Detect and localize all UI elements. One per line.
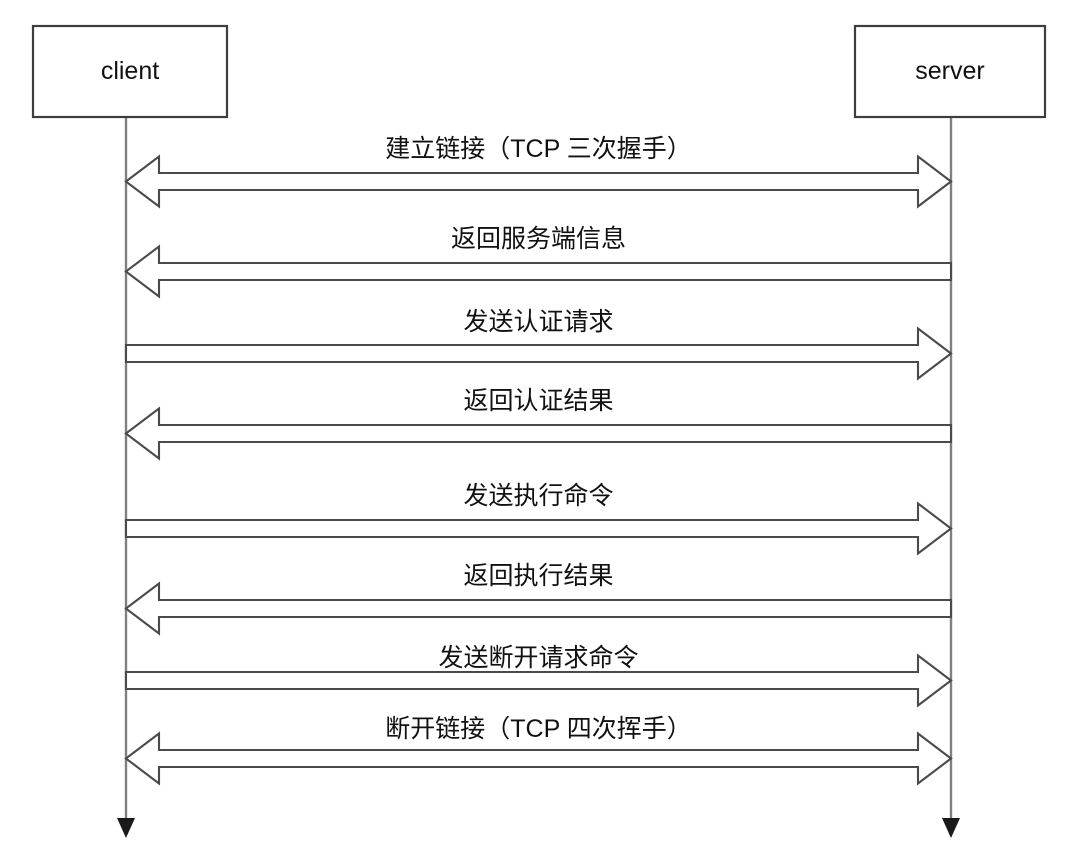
message-arrow-right bbox=[124, 653, 953, 708]
message-8: 断开链接（TCP 四次挥手） bbox=[124, 715, 953, 786]
message-label-3: 发送认证请求 bbox=[463, 308, 613, 336]
message-arrow-right bbox=[124, 326, 953, 381]
message-3: 发送认证请求 bbox=[124, 308, 953, 381]
message-label-1: 建立链接（TCP 三次握手） bbox=[385, 135, 692, 163]
message-6: 返回执行结果 bbox=[124, 562, 953, 636]
message-4: 返回认证结果 bbox=[124, 387, 953, 461]
actor-server[interactable]: server bbox=[853, 24, 1047, 119]
message-label-4: 返回认证结果 bbox=[463, 387, 613, 415]
lifelines-layer bbox=[117, 117, 960, 838]
message-7: 发送断开请求命令 bbox=[124, 644, 953, 708]
message-label-5: 发送执行命令 bbox=[463, 482, 613, 510]
lifeline-end-arrow-server bbox=[942, 818, 960, 838]
message-arrow-right bbox=[124, 501, 953, 556]
message-arrow-left bbox=[124, 406, 953, 461]
message-2: 返回服务端信息 bbox=[124, 225, 953, 299]
message-label-7: 发送断开请求命令 bbox=[438, 644, 638, 672]
messages-layer: 建立链接（TCP 三次握手） 返回服务端信息发送认证请求返回认证结果发送执行命令返… bbox=[124, 135, 953, 786]
message-label-8: 断开链接（TCP 四次挥手） bbox=[385, 715, 692, 743]
actor-label-server: server bbox=[915, 57, 984, 85]
actor-boxes-layer: client server bbox=[31, 24, 1047, 119]
message-label-6: 返回执行结果 bbox=[463, 562, 613, 590]
actor-box-client[interactable] bbox=[31, 24, 229, 119]
actor-label-client: client bbox=[101, 57, 159, 85]
message-arrow-both bbox=[124, 731, 953, 786]
actor-client[interactable]: client bbox=[31, 24, 229, 119]
message-arrow-left bbox=[124, 244, 953, 299]
message-label-2: 返回服务端信息 bbox=[451, 225, 626, 253]
message-5: 发送执行命令 bbox=[124, 482, 953, 556]
message-arrow-left bbox=[124, 581, 953, 636]
actor-box-server[interactable] bbox=[853, 24, 1047, 119]
lifeline-end-arrow-client bbox=[117, 818, 135, 838]
message-1: 建立链接（TCP 三次握手） bbox=[124, 135, 953, 209]
message-arrow-both bbox=[124, 154, 953, 209]
